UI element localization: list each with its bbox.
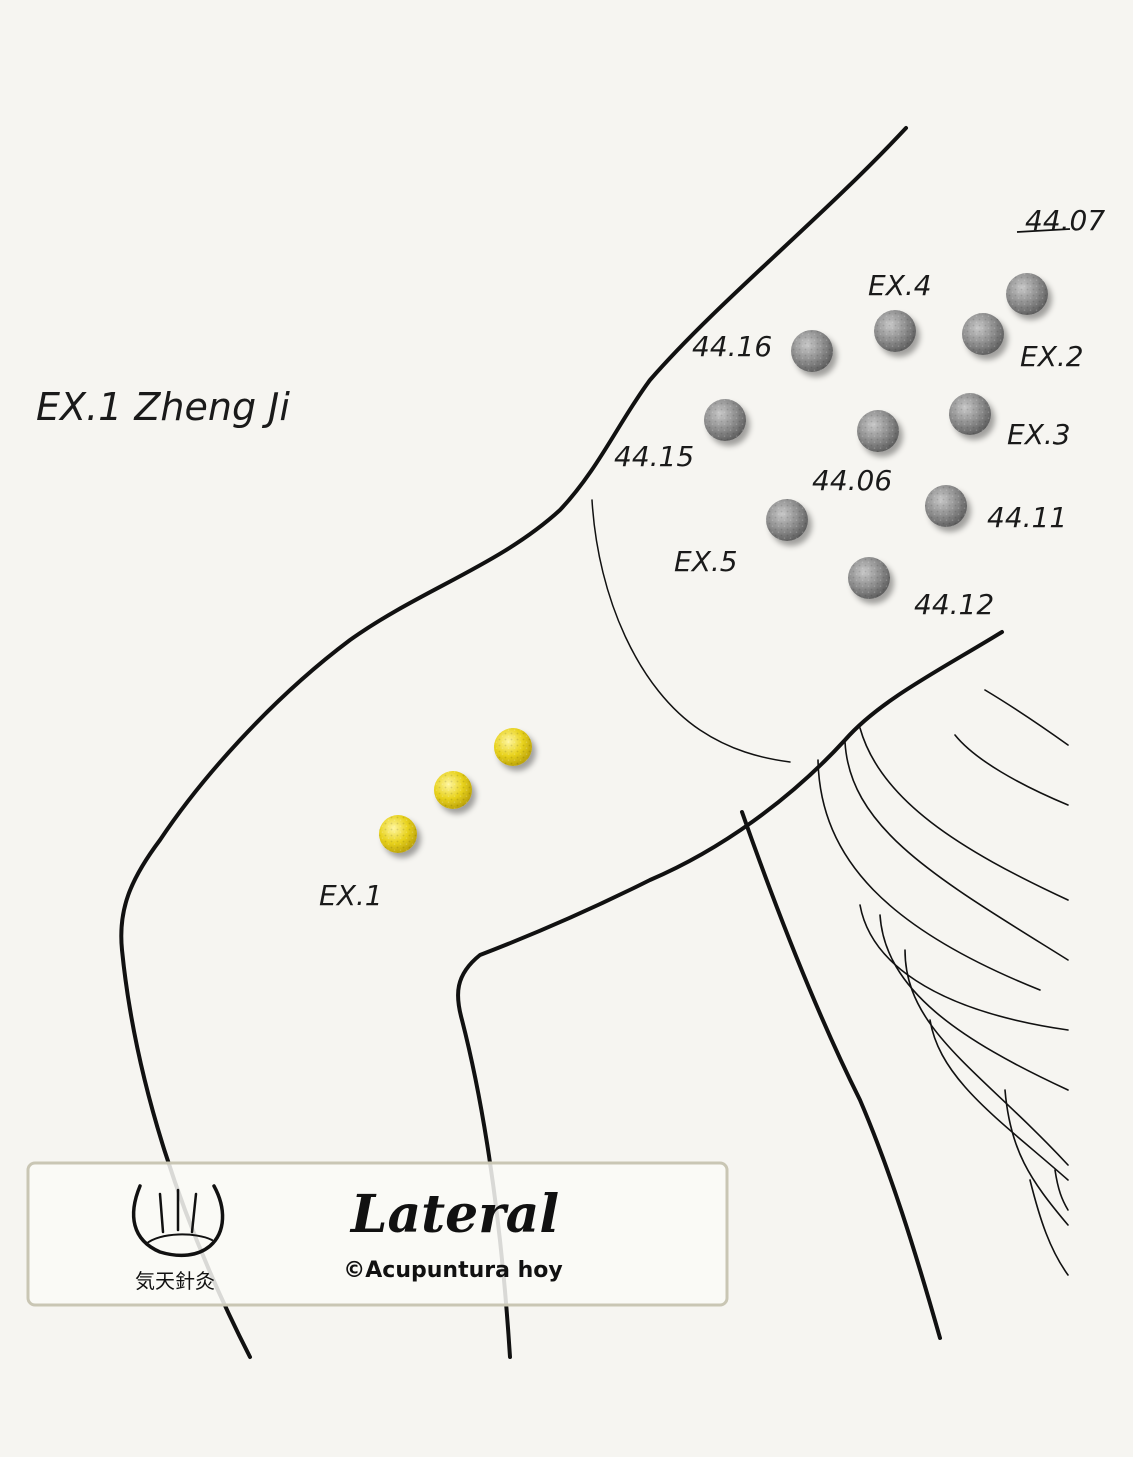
acupoint-label-ex2: EX.2: [1020, 340, 1084, 373]
acupoint-marker-ex1-1: [379, 815, 417, 853]
acupoint-label-44-06: 44.06: [812, 464, 892, 497]
acupoint-marker-ex3: [949, 393, 991, 435]
acupoint-label-44-11: 44.11: [987, 501, 1067, 534]
acupoint-marker-ex1-3: [494, 728, 532, 766]
acupoint-marker-44-06: [857, 410, 899, 452]
acupoint-label-ex1: EX.1: [319, 879, 383, 912]
acupoint-marker-ex1-2: [434, 771, 472, 809]
deltoid-line: [591, 499, 791, 763]
acupoint-marker-ex2: [962, 313, 1004, 355]
acupoint-marker-44-07: [1006, 273, 1048, 315]
acupoint-label-ex3: EX.3: [1007, 418, 1071, 451]
rib-lines: [817, 689, 1069, 1276]
back-contour: [119, 126, 908, 1359]
caption-credit: ©Acupuntura hoy: [343, 1258, 562, 1283]
acupoint-marker-ex5: [766, 499, 808, 541]
label-underline: [1016, 228, 1071, 233]
acupoint-marker-44-15: [704, 399, 746, 441]
acupoint-label-ex4: EX.4: [868, 269, 932, 302]
arm-front-contour: [456, 630, 1004, 1359]
caption-title: Lateral: [349, 1184, 559, 1245]
acupoint-marker-ex4: [874, 310, 916, 352]
acupoint-label-44-12: 44.12: [914, 588, 994, 621]
acupoint-marker-44-16: [791, 330, 833, 372]
torso-contour: [740, 810, 942, 1340]
acupoint-label-44-07: 44.07: [1025, 204, 1105, 237]
needles-cup-icon: [131, 1184, 225, 1258]
logo-text: 気天針灸: [135, 1269, 215, 1293]
acupoint-marker-44-12: [848, 557, 890, 599]
acupoint-label-ex5: EX.5: [674, 545, 738, 578]
caption-box: 気天針灸 Lateral ©Acupuntura hoy: [26, 1161, 729, 1307]
body-outline: [119, 126, 1004, 1359]
acupoint-label-44-15: 44.15: [614, 440, 694, 473]
acupoint-label-44-16: 44.16: [692, 330, 772, 363]
page-title: EX.1 Zheng Ji: [36, 385, 290, 429]
acupoint-marker-44-11: [925, 485, 967, 527]
